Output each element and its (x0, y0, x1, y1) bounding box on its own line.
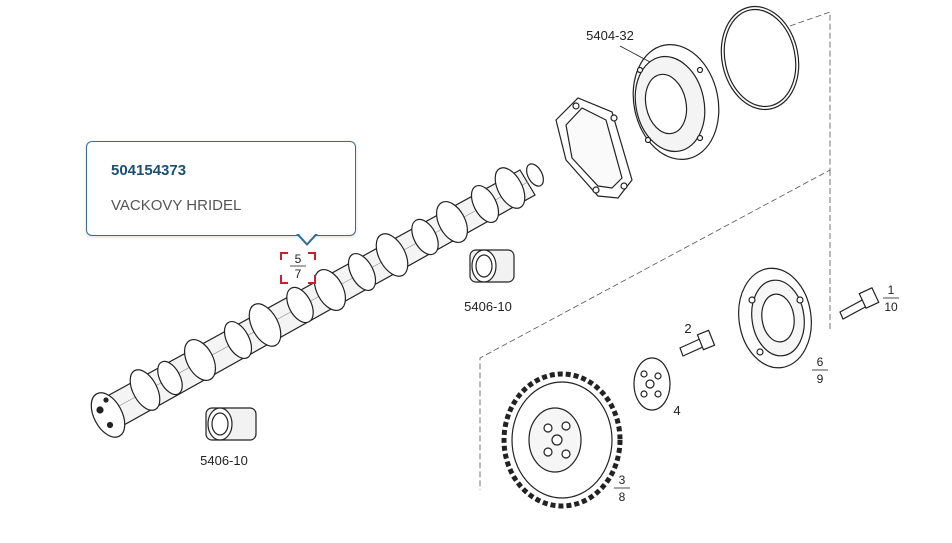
o-ring[interactable] (712, 0, 808, 117)
cover-leader (619, 45, 651, 63)
timing-gear[interactable] (501, 371, 623, 509)
cover-plate-label: 5404-32 (586, 28, 634, 43)
bolt-long[interactable] (839, 286, 880, 320)
bolt-small-label: 2 (684, 321, 691, 336)
bearing-lower-label: 5406-10 (200, 453, 248, 468)
part-number[interactable]: 504154373 (111, 162, 187, 179)
cover-plate[interactable] (623, 37, 729, 168)
bearing-upper-label: 5406-10 (464, 299, 512, 314)
thrust-plate-numerator: 6 (817, 355, 824, 369)
part-description: VACKOVY HRIDEL (111, 197, 242, 214)
timing-gear-numerator: 3 (619, 473, 626, 487)
camshaft[interactable] (84, 161, 546, 443)
selected-callout-numerator: 5 (295, 252, 302, 266)
cam-lobes (90, 163, 544, 438)
assembly-frame (479, 11, 831, 490)
washer-label: 4 (673, 403, 680, 418)
tooltip-arrow-fill (298, 233, 316, 243)
bearing-upper[interactable] (469, 249, 515, 283)
bearing-lower[interactable] (205, 407, 257, 441)
timing-gear-denominator: 8 (619, 490, 626, 504)
thrust-plate[interactable] (732, 263, 817, 372)
part-tooltip: 504154373 VACKOVY HRIDEL (86, 141, 356, 246)
gasket[interactable] (555, 97, 633, 199)
thrust-plate-denominator: 9 (817, 372, 824, 386)
selected-callout-marker[interactable] (280, 252, 316, 284)
bolt-long-numerator: 1 (888, 283, 895, 297)
washer[interactable] (633, 357, 671, 411)
bolt-small[interactable] (679, 329, 716, 357)
bolt-long-denominator: 10 (884, 300, 898, 314)
selected-callout-denominator: 7 (295, 267, 302, 281)
